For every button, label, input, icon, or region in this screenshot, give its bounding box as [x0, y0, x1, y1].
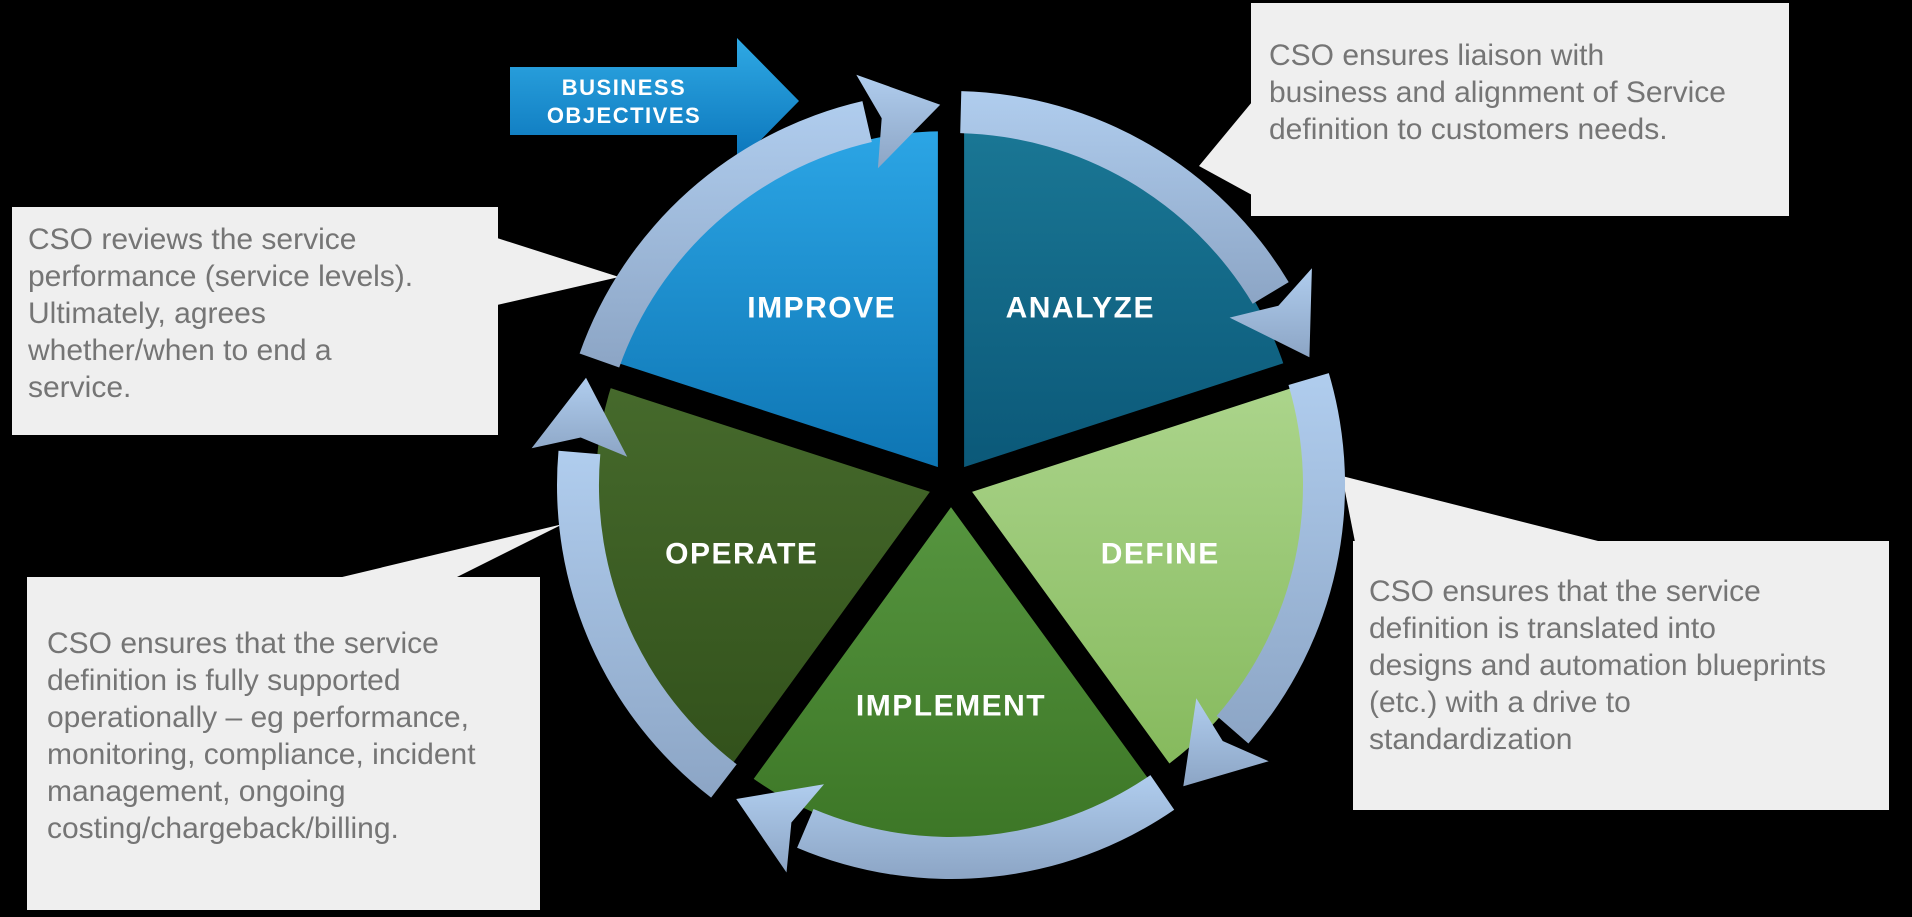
slice-label-implement: IMPLEMENT: [856, 690, 1046, 723]
callout-improve-text: CSO reviews the service performance (ser…: [28, 223, 414, 404]
business-objectives-arrow-shape: [510, 38, 799, 164]
ring-arrowhead-analyze: [1229, 268, 1312, 358]
ring-arc-implement: [797, 775, 1175, 880]
define-callout-tail: [1342, 476, 1602, 542]
ring-arc-analyze: [960, 91, 1289, 304]
slice-label-analyze: ANALYZE: [1006, 292, 1155, 325]
slice-labels: ANALYZE DEFINE IMPLEMENT OPERATE IMPROVE: [665, 292, 1220, 723]
cycle-arrow-ring: [531, 74, 1346, 880]
improve-callout-tail: [497, 238, 619, 305]
slice-label-operate: OPERATE: [665, 538, 818, 571]
callout-analyze: CSO ensures liaison with business and al…: [1251, 3, 1789, 216]
ring-arrowhead-operate: [531, 377, 628, 457]
ring-arc-improve: [579, 101, 872, 368]
business-objectives-label-line1: BUSINESS: [562, 75, 686, 100]
ring-arrowhead-implement: [736, 784, 824, 873]
callout-define-text: CSO ensures that the service definition …: [1369, 575, 1826, 756]
business-objectives-arrow: BUSINESS OBJECTIVES: [510, 38, 799, 164]
analyze-callout-tail: [1199, 102, 1252, 195]
callout-tails: [338, 102, 1602, 578]
callout-operate-text: CSO ensures that the service definition …: [47, 627, 476, 845]
callout-analyze-text: CSO ensures liaison with business and al…: [1269, 39, 1726, 146]
callout-define: CSO ensures that the service definition …: [1353, 541, 1889, 810]
operate-callout-tail: [338, 524, 563, 578]
ring-arc-operate: [556, 450, 737, 798]
slice-label-improve: IMPROVE: [747, 292, 896, 325]
slice-label-define: DEFINE: [1101, 538, 1220, 571]
callout-operate: CSO ensures that the service definition …: [27, 577, 540, 910]
ring-arrowhead-improve: [856, 74, 941, 169]
ring-arc-define: [1216, 373, 1346, 744]
business-objectives-label-line2: OBJECTIVES: [547, 103, 701, 128]
callout-improve: CSO reviews the service performance (ser…: [12, 207, 498, 435]
ring-arrowhead-define: [1183, 698, 1269, 787]
